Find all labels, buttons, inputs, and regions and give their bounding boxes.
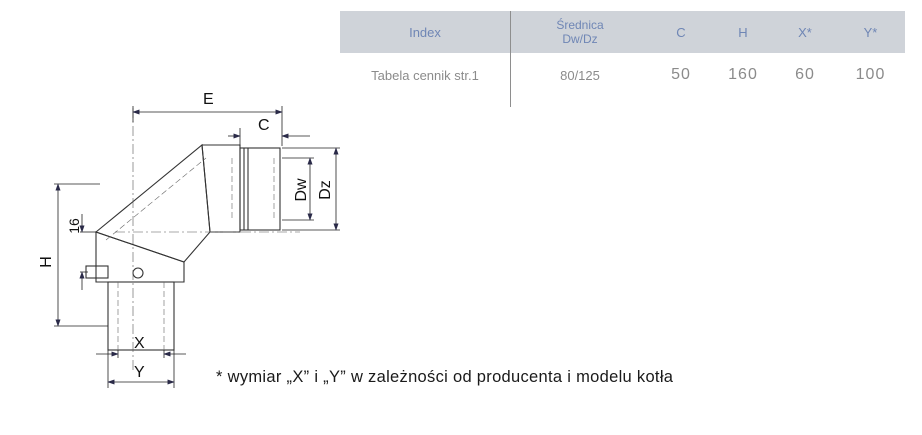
cell-diameter: 80/125 [560,67,600,83]
header-index: Index [409,24,441,40]
elbow-outline [85,143,281,351]
label-c: C [258,117,270,134]
label-e: E [203,91,214,108]
hidden-lines [105,157,275,350]
dimension-lines [54,106,340,388]
label-16: 16 [66,218,82,234]
header-c: C [676,24,686,40]
dimension-labels: E C Dw Dz 16 H X Y [38,91,334,381]
label-dz: Dz [317,180,334,200]
table-header-row: Index Średnica Dw/Dz C H X* Y* [340,11,905,53]
spec-table: Index Średnica Dw/Dz C H X* Y* Tabela ce… [340,11,905,97]
center-lines [115,108,300,370]
header-diameter-line1: Średnica [556,18,604,32]
label-y: Y [134,364,145,381]
cell-index: Tabela cennik str.1 [371,67,479,83]
cell-c: 50 [671,66,691,83]
cell-x: 60 [795,66,815,83]
header-x: X* [798,24,812,40]
label-h: H [38,256,55,268]
label-x: X [134,335,145,352]
footnote: * wymiar „X” i „Y” w zależności od produ… [216,368,674,386]
cell-h: 160 [728,66,758,83]
header-diameter-line2: Dw/Dz [562,32,598,46]
header-diameter: Średnica Dw/Dz [510,18,650,46]
header-y: Y* [863,24,878,40]
table-divider [510,11,511,107]
header-h: H [738,24,748,40]
label-dw: Dw [293,178,310,202]
cell-y: 100 [855,66,886,83]
table-row: Tabela cennik str.1 80/125 50 160 60 100 [340,53,905,97]
